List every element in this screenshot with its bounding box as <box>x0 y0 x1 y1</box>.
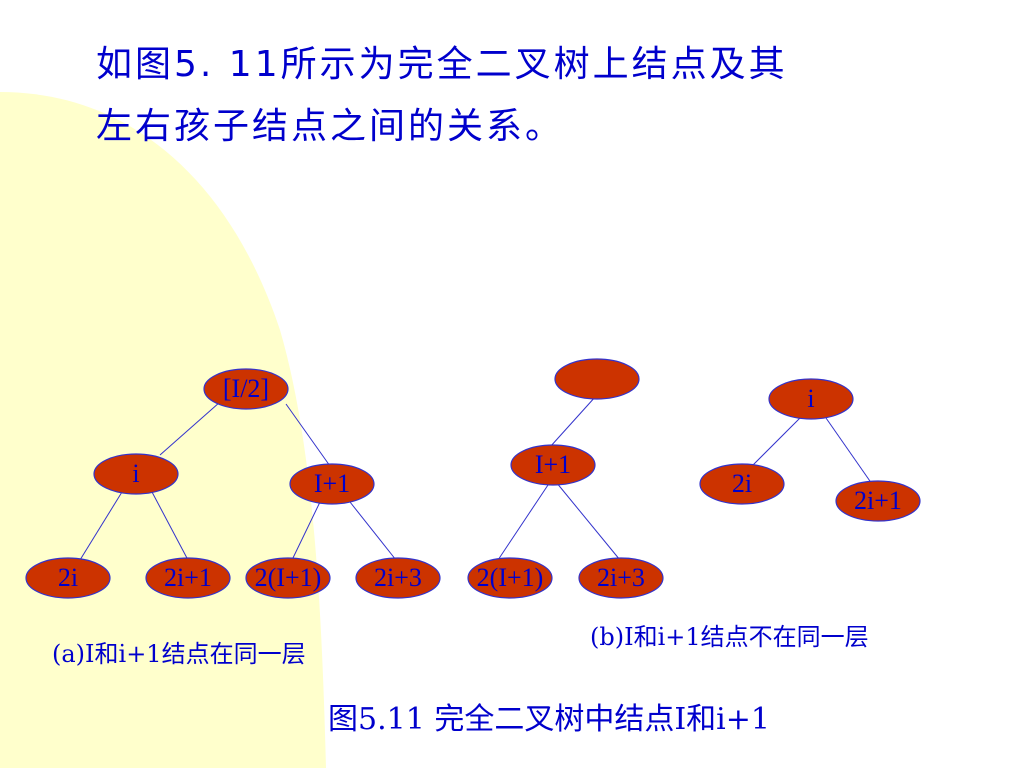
node-a-2-i-plus-1: 2(I+1) <box>245 557 331 599</box>
node-b-i-plus-1: I+1 <box>510 444 596 486</box>
node-a-2i-plus-1-label: 2i+1 <box>164 563 212 592</box>
node-a-i-plus-1-label: I+1 <box>314 469 350 498</box>
edge-b-i-2i1 <box>825 417 873 485</box>
node-b-top <box>554 358 640 400</box>
edge-a-i1-2i1p <box>291 501 321 561</box>
node-b-i: i <box>768 378 854 420</box>
edge-b-top-i1 <box>549 395 597 448</box>
node-a-2i-plus-3: 2i+3 <box>355 557 441 599</box>
tree-a-edges <box>79 401 397 561</box>
node-a-i-plus-1: I+1 <box>289 463 375 505</box>
node-a-2i-label: 2i <box>58 563 78 592</box>
node-a-root-label: [I/2] <box>223 374 269 403</box>
figure-title: 图5.11 完全二叉树中结点I和i+1 <box>328 702 771 737</box>
tree-b-edges <box>497 395 873 561</box>
edge-a-root-i <box>159 401 221 456</box>
node-a-2-i-plus-1-label: 2(I+1) <box>255 563 322 592</box>
node-b-2-i-plus-1-label: 2(I+1) <box>477 563 544 592</box>
node-b-2i-plus-1: 2i+1 <box>835 480 921 522</box>
intro-text: 如图5. 11所示为完全二叉树上结点及其 左右孩子结点之间的关系。 <box>96 34 896 158</box>
node-a-i-label: i <box>132 459 139 488</box>
caption-b: (b)I和i+1结点不在同一层 <box>590 623 869 651</box>
node-b-2i-label: 2i <box>732 469 752 498</box>
intro-line-1: 如图5. 11所示为完全二叉树上结点及其 <box>96 44 788 85</box>
edge-a-i-2i <box>79 491 123 561</box>
node-b-2i-plus-1-label: 2i+1 <box>854 486 902 515</box>
node-a-2i-plus-1: 2i+1 <box>145 557 231 599</box>
edge-a-i-2i1 <box>151 491 189 561</box>
edge-b-i1-2i3 <box>555 481 621 561</box>
edge-a-i1-2i3 <box>349 501 397 561</box>
edge-a-root-i1 <box>285 403 331 467</box>
node-a-2i: 2i <box>25 557 111 599</box>
node-a-i: i <box>93 453 179 495</box>
edge-b-i-2i <box>751 417 801 467</box>
edge-b-i1-2i1p <box>497 481 551 561</box>
node-a-2i-plus-3-label: 2i+3 <box>374 563 422 592</box>
node-a-root: [I/2] <box>203 368 289 410</box>
node-b-2i-plus-3-label: 2i+3 <box>597 563 645 592</box>
intro-line-2: 左右孩子结点之间的关系。 <box>96 106 565 147</box>
node-b-2i: 2i <box>699 463 785 505</box>
node-b-2-i-plus-1: 2(I+1) <box>467 557 553 599</box>
node-b-i-plus-1-label: I+1 <box>535 450 571 479</box>
caption-a: (a)I和i+1结点在同一层 <box>52 640 306 668</box>
node-b-2i-plus-3: 2i+3 <box>578 557 664 599</box>
node-b-i-label: i <box>807 384 814 413</box>
